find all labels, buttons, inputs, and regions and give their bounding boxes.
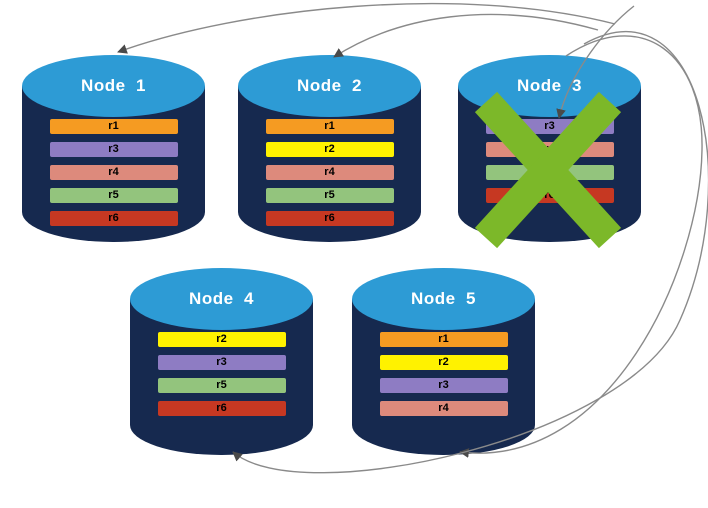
cylinder-top: Node 3 <box>458 55 641 117</box>
row-list: r3 r4 r5 r6 <box>458 119 641 211</box>
node-4: Node 4 r2 r3 r5 r6 <box>130 268 313 455</box>
cylinder-top: Node 1 <box>22 55 205 117</box>
data-row: r5 <box>49 188 178 203</box>
node-3: Node 3 r3 r4 r5 r6 <box>458 55 641 242</box>
arrow-node3-to-node1 <box>117 2 616 54</box>
node-title: Node 5 <box>411 289 476 308</box>
cylinder-top: Node 4 <box>130 268 313 330</box>
data-row: r5 <box>485 165 614 180</box>
data-row: r4 <box>485 142 614 157</box>
row-list: r1 r2 r4 r5 r6 <box>238 119 421 234</box>
node-2: Node 2 r1 r2 r4 r5 r6 <box>238 55 421 242</box>
data-row: r3 <box>49 142 178 157</box>
data-row: r3 <box>379 378 508 393</box>
data-row: r2 <box>379 355 508 370</box>
row-list: r2 r3 r5 r6 <box>130 332 313 424</box>
data-row: r6 <box>157 401 286 416</box>
node-title: Node 4 <box>189 289 254 308</box>
data-row: r1 <box>49 119 178 134</box>
data-row: r4 <box>379 401 508 416</box>
data-row: r2 <box>157 332 286 347</box>
cylinder-top: Node 2 <box>238 55 421 117</box>
data-row: r2 <box>265 142 394 157</box>
cylinder-top: Node 5 <box>352 268 535 330</box>
node-title: Node 2 <box>297 76 362 95</box>
data-row: r1 <box>265 119 394 134</box>
row-list: r1 r3 r4 r5 r6 <box>22 119 205 234</box>
data-row: r6 <box>265 211 394 226</box>
data-row: r1 <box>379 332 508 347</box>
node-title: Node 3 <box>517 76 582 95</box>
node-title: Node 1 <box>81 76 146 95</box>
data-row: r4 <box>49 165 178 180</box>
data-row: r5 <box>157 378 286 393</box>
arrow-node3-to-node2 <box>333 13 599 58</box>
data-row: r5 <box>265 188 394 203</box>
data-row: r6 <box>485 188 614 203</box>
node-1: Node 1 r1 r3 r4 r5 r6 <box>22 55 205 242</box>
row-list: r1 r2 r3 r4 <box>352 332 535 424</box>
data-row: r3 <box>157 355 286 370</box>
data-row: r6 <box>49 211 178 226</box>
data-row: r3 <box>485 119 614 134</box>
node-5: Node 5 r1 r2 r3 r4 <box>352 268 535 455</box>
data-row: r4 <box>265 165 394 180</box>
